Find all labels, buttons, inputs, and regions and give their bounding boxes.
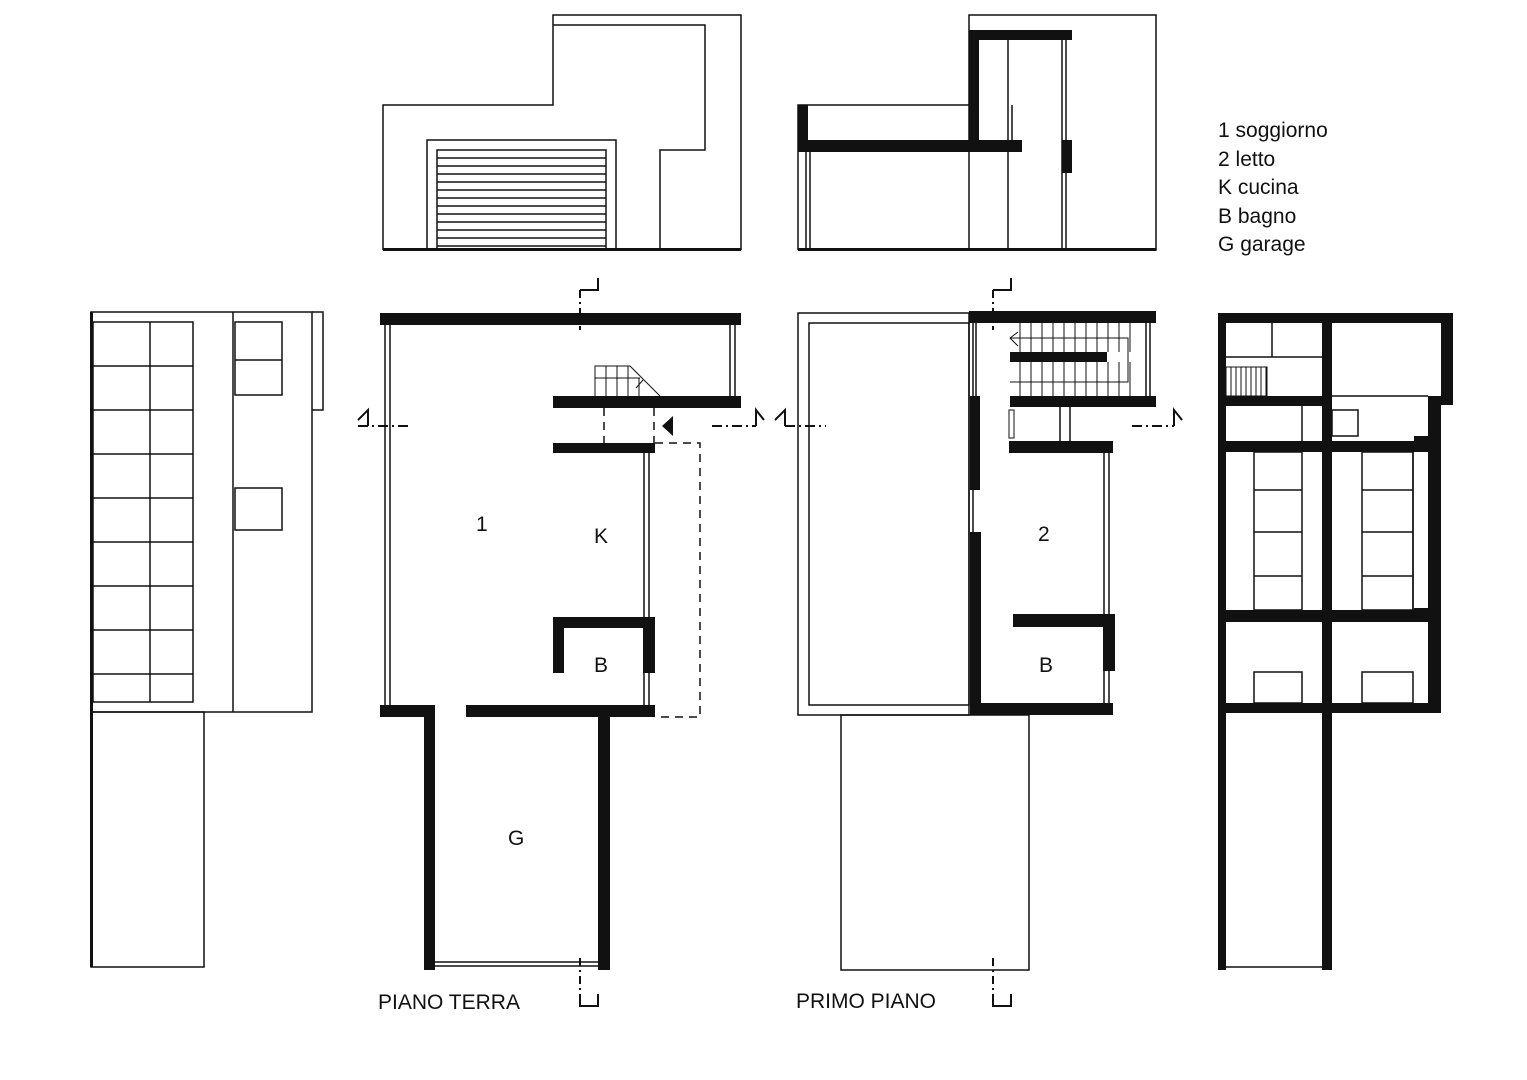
side-elevation: [90, 311, 324, 968]
legend-item: 1 soggiorno: [1218, 117, 1328, 146]
room-label-bath-upper: B: [1039, 654, 1054, 677]
legend: 1 soggiorno 2 letto K cucina B bagno G g…: [1218, 117, 1328, 260]
room-label-bedroom: 2: [1038, 523, 1050, 546]
front-elevation: [382, 14, 742, 251]
first-floor-title: PRIMO PIANO: [796, 990, 937, 1013]
rear-elevation: [797, 14, 1157, 251]
legend-key: K: [1218, 176, 1233, 199]
entrance-arrow-icon: [662, 416, 673, 436]
section-markers: [357, 278, 765, 1007]
legend-label: bagno: [1237, 204, 1297, 228]
section-markers: [774, 278, 1183, 1007]
stair-icon: [594, 365, 661, 397]
legend-key: 2: [1218, 147, 1230, 171]
building-section: [1218, 313, 1453, 970]
legend-label: soggiorno: [1235, 119, 1328, 142]
legend-key: 1: [1218, 119, 1230, 142]
first-floor-plan: [774, 278, 1183, 1007]
legend-item: K cucina: [1218, 174, 1328, 203]
ground-floor-plan: [357, 278, 765, 1007]
legend-label: letto: [1235, 147, 1276, 171]
legend-key: G: [1218, 233, 1235, 256]
room-label-living: 1: [476, 513, 488, 536]
legend-item: G garage: [1218, 231, 1328, 260]
legend-key: B: [1218, 204, 1233, 228]
room-label-garage: G: [508, 827, 525, 850]
ground-floor-title: PIANO TERRA: [378, 991, 520, 1014]
room-label-kitchen: K: [594, 525, 609, 548]
legend-item: 2 letto: [1218, 146, 1328, 175]
stair-icon: [1009, 323, 1131, 396]
legend-label: cucina: [1237, 176, 1299, 199]
room-label-bath: B: [594, 654, 609, 677]
legend-item: B bagno: [1218, 203, 1328, 232]
legend-label: garage: [1240, 233, 1306, 256]
